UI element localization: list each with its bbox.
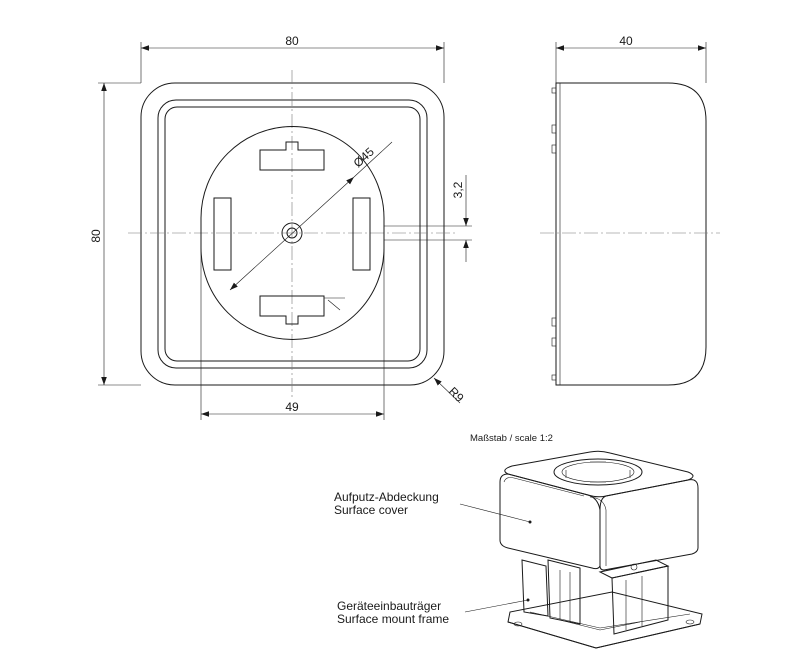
frame-screw xyxy=(630,563,638,571)
cover-socket-ring-inner xyxy=(561,461,635,483)
isometric-view: Maßstab / scale 1:2 xyxy=(334,433,703,649)
top-earth-clip xyxy=(259,141,325,171)
surface-mount-frame xyxy=(507,559,703,649)
height-dim-label: 80 xyxy=(89,229,103,243)
depth-dim-label: 40 xyxy=(619,34,633,48)
frame-label-en: Surface mount frame xyxy=(337,612,449,626)
frame-right-top xyxy=(598,559,670,579)
cover-leader xyxy=(459,503,531,523)
radius-dim-label: R9 xyxy=(446,384,467,405)
cover-label-de: Aufputz-Abdeckung xyxy=(334,490,439,504)
left-pin-recess xyxy=(213,197,232,271)
side-profile xyxy=(555,82,707,386)
diameter-leader xyxy=(353,141,393,178)
front-view: Ø45 80 80 49 3,2 R9 xyxy=(89,34,472,420)
diameter-dim-label: Ø45 xyxy=(351,144,377,170)
frame-mount-hole-left xyxy=(513,621,523,627)
inner-plate xyxy=(164,106,421,362)
radius-leader xyxy=(433,377,461,404)
width-dim-label: 80 xyxy=(285,34,299,48)
offset-dim-label: 3,2 xyxy=(451,181,465,198)
cover-side-face xyxy=(599,479,699,571)
opening-dim-label: 49 xyxy=(285,400,299,414)
side-view: 40 xyxy=(540,34,720,386)
inner-bevel xyxy=(157,99,428,369)
bottom-earth-clip xyxy=(259,295,325,325)
frame-leader-dot xyxy=(526,598,530,602)
cover-leader-dot xyxy=(528,520,532,524)
right-pin-recess xyxy=(352,197,371,271)
diameter-dim-line xyxy=(229,176,355,291)
cover-label-en: Surface cover xyxy=(334,503,408,517)
side-ribs xyxy=(551,87,557,381)
surface-cover xyxy=(499,450,699,571)
frame-leader xyxy=(464,599,529,613)
frame-base-edge xyxy=(507,621,701,649)
bottom-clip-detail xyxy=(327,299,341,311)
frame-mid-wall xyxy=(547,559,581,625)
scale-label: Maßstab / scale 1:2 xyxy=(470,433,553,444)
frame-base-plate xyxy=(507,591,703,649)
cover-front-face xyxy=(499,473,601,570)
outer-frame xyxy=(140,82,445,386)
frame-mount-hole-right xyxy=(685,619,695,625)
frame-label-de: Geräteeinbauträger xyxy=(337,599,441,613)
cover-top-face xyxy=(504,450,694,498)
cover-socket-ring-outer xyxy=(553,458,643,486)
